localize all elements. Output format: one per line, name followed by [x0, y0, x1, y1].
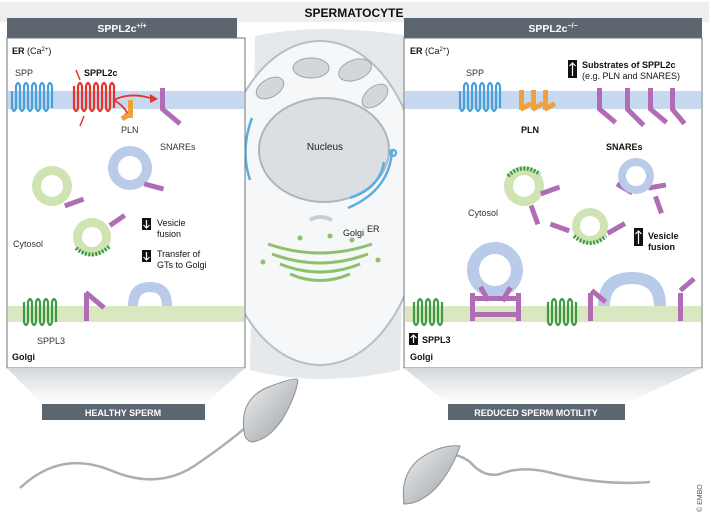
- right-panel: SPPL2c−/− ER (Ca2+) SPP Substrates of SP…: [403, 18, 703, 420]
- left-golgi-membrane: [8, 306, 244, 322]
- left-cytosol-label: Cytosol: [13, 239, 43, 249]
- left-golgi-snare: [84, 293, 89, 321]
- figure-title: SPERMATOCYTE: [305, 6, 404, 20]
- right-vesicle-line2: fusion: [648, 242, 675, 252]
- right-header: SPPL2c−/−: [528, 23, 577, 35]
- right-er-snares: [597, 88, 687, 128]
- right-golgi-label: Golgi: [410, 352, 433, 362]
- right-substrates-line1: Substrates of SPPL2c: [582, 60, 676, 70]
- right-spp-protein: [458, 81, 502, 113]
- left-bottom-label: HEALTHY SPERM: [85, 408, 161, 418]
- right-golgi-fusing-vesicle: [598, 272, 666, 306]
- right-er-label: ER (Ca2+): [410, 46, 449, 56]
- left-er-label: ER (Ca2+): [12, 46, 51, 56]
- right-sppl3-protein-1: [412, 297, 444, 327]
- left-sppl2c-protein: [72, 69, 116, 127]
- left-vesicle-sppl3: [74, 244, 112, 257]
- right-pln-group: [519, 90, 557, 112]
- right-header-bar: [404, 18, 702, 38]
- nucleus: [258, 97, 390, 203]
- mitochondria: [255, 57, 389, 109]
- left-er-membrane: [8, 91, 244, 109]
- left-vesicle-snare-3: [108, 213, 127, 228]
- nucleus-label: Nucleus: [307, 142, 343, 153]
- right-bottom-bar: [448, 404, 625, 420]
- left-header: SPPL2c+/+: [97, 23, 146, 35]
- right-pln-label: PLN: [521, 125, 539, 135]
- left-header-bar: [7, 18, 237, 38]
- left-snare: [160, 88, 182, 126]
- left-vesicle-line1: Vesicle: [157, 218, 186, 228]
- cell-golgi-label: Golgi: [343, 228, 364, 238]
- right-golgi-snares: [470, 276, 696, 321]
- right-spp-label: SPP: [466, 68, 484, 78]
- right-bottom-label: REDUCED SPERM MOTILITY: [474, 408, 598, 418]
- left-spp-label: SPP: [15, 68, 33, 78]
- left-golgi-fusing-vesicle: [128, 282, 172, 306]
- left-sppl3-label: SPPL3: [37, 336, 65, 346]
- right-sppl3-protein-2: [546, 297, 578, 327]
- left-vesicle-snare-1: [143, 181, 165, 192]
- cell-vesicle: [308, 215, 333, 222]
- left-transfer-line1: Transfer of: [157, 249, 201, 259]
- right-sppl3-label: SPPL3: [422, 335, 451, 345]
- left-vesicle-line2: fusion: [157, 229, 181, 239]
- left-golgi-label: Golgi: [12, 352, 35, 362]
- cell-golgi: [267, 242, 373, 282]
- left-transfer-line2: GTs to Golgi: [157, 260, 207, 270]
- right-vesicle-line1: Vesicle: [648, 231, 679, 241]
- healthy-sperm: [19, 378, 299, 489]
- left-panel: SPPL2c+/+ ER (Ca2+) SPP SPPL2c PLN: [6, 18, 246, 420]
- left-funnel: [7, 368, 245, 404]
- right-funnel: [404, 368, 702, 404]
- left-pln: [120, 100, 133, 122]
- spermatocyte-cell: Nucleus ER Golgi: [216, 29, 424, 379]
- cell-er-label: ER: [367, 224, 380, 234]
- right-cytosol-label: Cytosol: [468, 208, 498, 218]
- left-bottom-bar: [42, 404, 205, 420]
- reduced-motility-sperm: [402, 445, 651, 505]
- title-band: [0, 2, 709, 22]
- left-sppl2c-label: SPPL2c: [84, 68, 118, 78]
- left-pln-label: PLN: [121, 125, 139, 135]
- left-sppl3-protein: [22, 297, 58, 327]
- left-vesicle-snare-2: [63, 196, 85, 209]
- left-snares-label: SNAREs: [160, 142, 196, 152]
- left-spp-protein: [10, 81, 54, 113]
- credit: © EMBO: [696, 484, 704, 512]
- cell-membrane: [216, 40, 424, 366]
- left-arrowhead-1: [150, 94, 158, 103]
- right-substrates-line2: (e.g. PLN and SNARES): [582, 71, 680, 81]
- right-snares-label: SNAREs: [606, 142, 643, 152]
- golgi-vesicles: [260, 233, 381, 265]
